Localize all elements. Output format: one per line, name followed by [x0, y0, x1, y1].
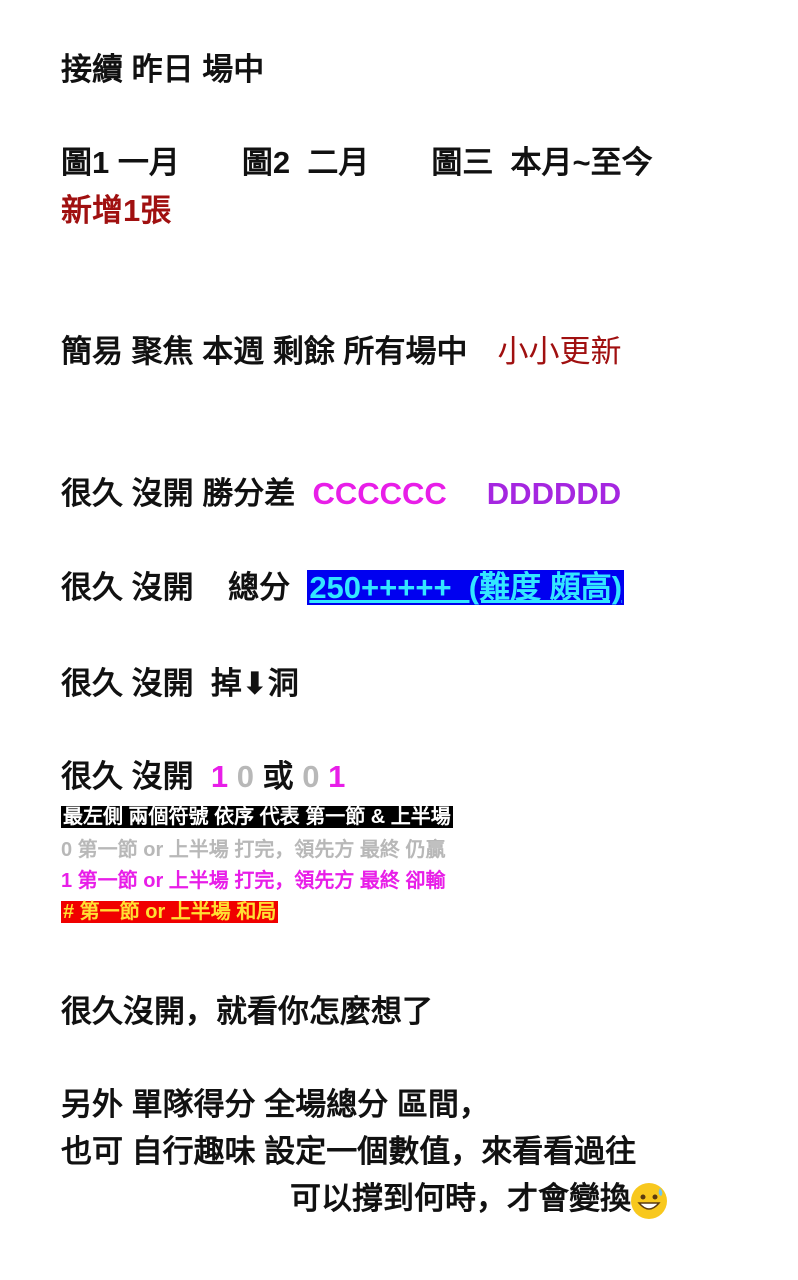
- margin-text: 很久 沒開 勝分差: [61, 476, 296, 511]
- margin-line: 很久 沒開 勝分差 CCCCCC DDDDDD: [61, 474, 621, 514]
- focus-text: 簡易 聚焦 本週 剩餘 所有場中: [61, 334, 468, 369]
- legend-hash: # 第一節 or 上半場 和局: [61, 899, 279, 925]
- code-or: 或: [262, 759, 294, 794]
- code-0b: 0: [302, 759, 320, 794]
- code-1b: 1: [328, 759, 346, 794]
- code-1a: 1: [210, 759, 229, 794]
- range-line: 另外 單隊得分 全場總分 區間，: [61, 1087, 490, 1122]
- figure-list: 圖1 一月 圖2 二月 圖三 本月~至今: [61, 143, 653, 183]
- legend-one: 1 第一節 or 上半場 打完，領先方 最終 卻輸: [61, 870, 446, 892]
- legend-hash-text: # 第一節 or 上半場 和局: [61, 901, 279, 923]
- final-text: 可以撐到何時，才會變換: [290, 1181, 631, 1216]
- grin-sweat-emoji-icon: [631, 1182, 667, 1219]
- final-line: 可以撐到何時，才會變換: [290, 1179, 667, 1219]
- legend-zero: 0 第一節 or 上半場 打完，領先方 最終 仍贏: [61, 839, 446, 861]
- new-added-note: 新增1張: [61, 193, 172, 228]
- total-highlight: 250+++++ (難度 頗高): [307, 570, 625, 605]
- hole-text: 很久 沒開 掉: [61, 666, 242, 701]
- legend-header-text: 最左側 兩個符號 依序 代表 第一節 & 上半場: [61, 806, 453, 828]
- down-arrow-icon: ⬇: [241, 666, 268, 701]
- code-text: 很久 沒開: [61, 759, 203, 794]
- total-text: 很久 沒開 總分: [61, 570, 291, 605]
- hole-end: 洞: [267, 666, 299, 701]
- code-line: 很久 沒開 1 0 或 0 1: [61, 757, 345, 797]
- figure-3: 圖三 本月~至今: [431, 145, 653, 180]
- color-d-label: DDDDDD: [486, 476, 622, 511]
- total-line: 很久 沒開 總分 250+++++ (難度 頗高): [61, 568, 625, 608]
- hole-line: 很久 沒開 掉⬇洞: [61, 664, 299, 704]
- focus-line: 簡易 聚焦 本週 剩餘 所有場中小小更新: [61, 332, 621, 372]
- code-0a: 0: [236, 759, 254, 794]
- legend-header: 最左側 兩個符號 依序 代表 第一節 & 上半場: [61, 804, 453, 830]
- update-note: 小小更新: [497, 334, 622, 369]
- figure-1: 圖1 一月: [61, 145, 180, 180]
- figure-2: 圖2 二月: [241, 145, 370, 180]
- custom-line: 也可 自行趣味 設定一個數值，來看看過往: [61, 1134, 637, 1169]
- think-line: 很久沒開，就看你怎麼想了: [61, 994, 433, 1029]
- line-continue: 接續 昨日 場中: [61, 52, 265, 87]
- color-c-label: CCCCCC: [312, 476, 447, 511]
